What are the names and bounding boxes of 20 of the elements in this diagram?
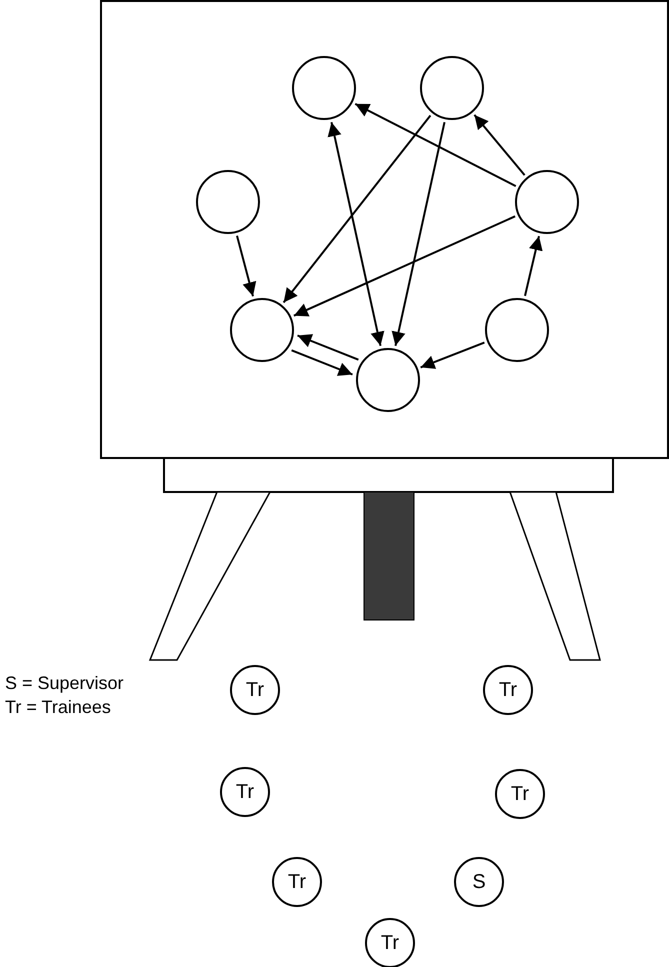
- role-code: S: [472, 872, 486, 892]
- legend-text: S = Supervisor: [5, 672, 124, 694]
- role-code: Tr: [510, 784, 530, 804]
- arrow: [392, 122, 446, 346]
- arrow: [236, 236, 256, 296]
- arrow: [297, 334, 359, 361]
- role-code: Tr: [380, 933, 400, 953]
- role-code: Tr: [236, 782, 254, 802]
- legend-text: Tr = Trainees: [5, 696, 111, 718]
- arrow: [282, 114, 432, 304]
- arrow: [294, 215, 516, 317]
- arrow: [328, 122, 384, 346]
- role-code: Tr: [498, 680, 518, 700]
- role-code: Tr: [246, 680, 264, 700]
- arrow: [474, 114, 526, 176]
- role-code: Tr: [288, 872, 306, 892]
- arrow: [420, 342, 485, 369]
- arrow: [291, 349, 353, 376]
- arrow: [524, 236, 543, 296]
- arrow: [354, 103, 516, 187]
